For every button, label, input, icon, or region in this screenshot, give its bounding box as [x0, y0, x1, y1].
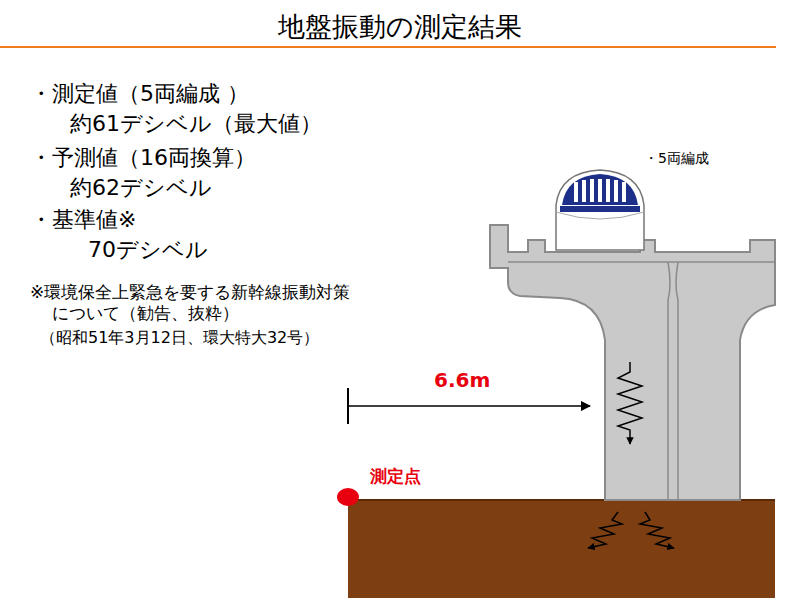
- dimension-line: [348, 405, 590, 407]
- title: 地盤振動の測定結果: [278, 10, 522, 44]
- bullet-item: ・基準値※: [30, 206, 136, 234]
- pier-spring: [618, 362, 642, 444]
- viaduct: [490, 225, 775, 500]
- value-text: 約62デシベル: [70, 174, 212, 202]
- point-label: 測定点: [370, 466, 421, 487]
- ground-spring: [640, 512, 674, 548]
- deck-line: [508, 261, 775, 263]
- ground-spring: [588, 512, 622, 548]
- ground: [348, 500, 775, 598]
- title-rule: [0, 46, 776, 48]
- value-text: 70デシベル: [88, 236, 208, 264]
- train-label: ・5両編成: [644, 150, 709, 168]
- dimension-label: 6.6m: [434, 368, 490, 393]
- measuring-point: [337, 488, 359, 506]
- footnote: ※環境保全上緊急を要する新幹線振動対策 について（勧告、抜粋）: [30, 282, 397, 325]
- train: [556, 170, 644, 250]
- bullet-item: ・測定値（5両編成 ）: [30, 80, 249, 108]
- footnote-source: （昭和51年3月12日、環大特大32号）: [40, 328, 319, 348]
- girder-joint: [668, 262, 678, 500]
- value-text: 約61デシベル（最大値）: [70, 110, 322, 138]
- bullet-item: ・予測値（16両換算）: [30, 144, 256, 172]
